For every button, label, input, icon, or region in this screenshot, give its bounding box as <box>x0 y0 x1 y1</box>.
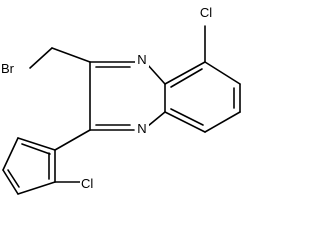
bond-c8a-n1 <box>147 111 166 127</box>
bond-n4-c4a <box>146 63 166 85</box>
bond-c5-c6 <box>204 61 241 85</box>
bond-c2-phenyl <box>54 129 91 151</box>
atom-cl-5: Cl <box>200 5 212 20</box>
bond-ph3-ph4-double <box>7 169 20 188</box>
bonds <box>2 25 241 195</box>
atom-cl-phenyl: Cl <box>81 176 93 191</box>
bond-c8-c8a-double <box>170 108 204 126</box>
bond-c4a-c5 <box>164 61 206 85</box>
bond-c4a-c5-double <box>170 68 203 88</box>
bond-ph5-ph6 <box>17 137 56 151</box>
atom-labels: N N Cl Br Cl <box>0 4 217 191</box>
atom-n4: N <box>137 52 146 67</box>
chemical-structure-diagram: N N Cl Br Cl <box>0 4 241 195</box>
bond-ph3-ph4 <box>2 169 19 195</box>
bond-c7-c8 <box>204 111 241 133</box>
bond-ch2-c3 <box>51 47 91 63</box>
bond-c8-c8a <box>164 111 206 133</box>
atom-n1: N <box>137 121 146 136</box>
bond-br-ch2 <box>29 47 53 69</box>
bond-ph2-ph3 <box>17 181 56 195</box>
bond-ph4-ph5 <box>2 137 19 171</box>
bond-ph5-ph6-double <box>21 143 51 155</box>
atom-br: Br <box>1 61 15 76</box>
